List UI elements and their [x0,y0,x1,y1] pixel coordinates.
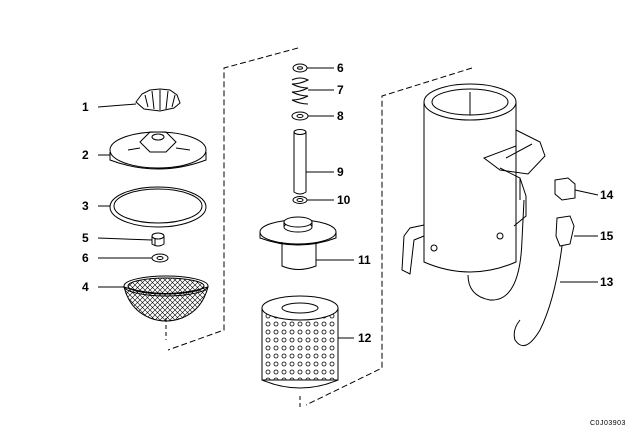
leader-lines [97,67,354,339]
callout-6-left: 6 [82,251,89,265]
callout-13: 13 [600,275,614,289]
callout-7: 7 [337,83,344,97]
callout-5: 5 [82,231,89,245]
part-14-connector[interactable] [554,177,599,201]
part-6-washer-top[interactable] [292,63,308,73]
part-2-lid[interactable] [109,131,207,170]
part-1-cap[interactable] [135,88,181,112]
reservoir-housing[interactable] [401,83,546,301]
callout-15: 15 [600,229,614,243]
part-15-sensor-plug[interactable] [555,215,598,247]
callout-2: 2 [82,148,89,162]
part-9-tube[interactable] [293,129,307,195]
part-5-nut[interactable] [151,232,165,247]
part-12-filter-element[interactable] [261,295,339,410]
part-7-spring[interactable] [291,77,310,105]
catalog-number: C0J03903 [590,420,626,427]
part-4-strainer[interactable] [123,275,209,340]
callout-14: 14 [600,188,614,202]
part-3-o-ring[interactable] [109,186,207,228]
callout-6-top: 6 [337,61,344,75]
callout-1: 1 [82,100,89,114]
part-11-filter-holder[interactable] [259,216,337,270]
callout-11: 11 [358,253,371,267]
callout-9: 9 [337,165,344,179]
callout-8: 8 [337,109,344,123]
callout-4: 4 [82,280,89,294]
assembly-line-right [305,67,473,406]
callout-3: 3 [82,199,89,213]
callout-10: 10 [337,193,351,207]
part-8-washer[interactable] [291,111,309,121]
callout-12: 12 [358,331,372,345]
part-10-seal[interactable] [292,196,308,204]
part-13-cable[interactable] [513,245,598,347]
part-6-washer-left[interactable] [151,253,169,263]
assembly-line-left [167,47,299,351]
